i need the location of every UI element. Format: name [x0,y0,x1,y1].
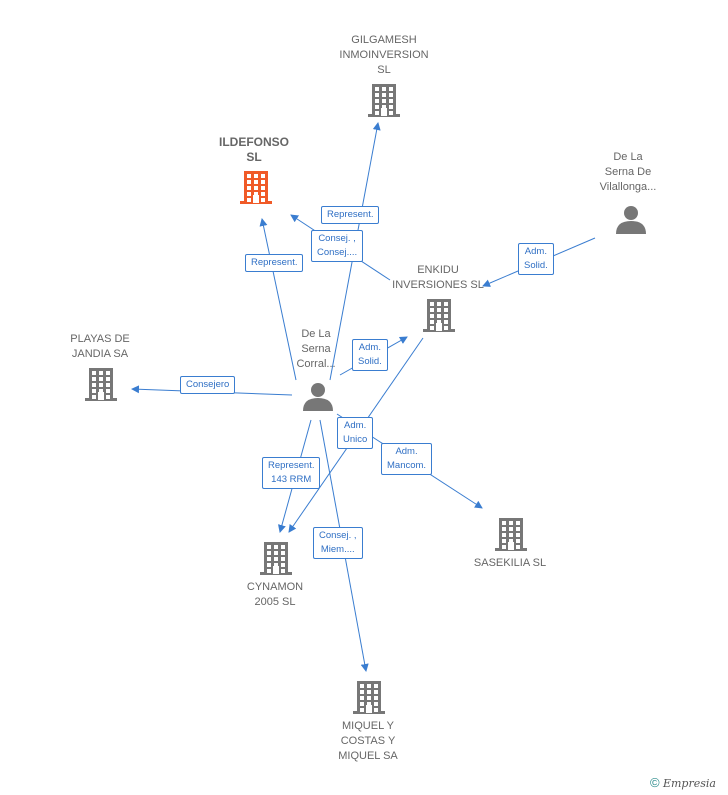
node-label-line: JANDIA SA [71,348,129,360]
node-label-line: Serna De [604,166,652,178]
edge-label-line: Consej. , [319,530,357,541]
node-label-enkidu[interactable]: ENKIDU INVERSIONES SL [392,263,484,293]
node-label-playas-de-jandia[interactable]: PLAYAS DE JANDIA SA [70,332,130,362]
edge-label-line: Adm. [524,246,547,257]
node-label-line: MIQUEL Y [342,720,394,732]
node-label-de-la-serna-vilallonga[interactable]: De La Serna De Vilallonga... [600,150,657,195]
edge-label-line: Represent. [327,209,374,220]
edge-label-line: Solid. [358,356,382,367]
edge-label-line: Adm. [395,446,418,457]
node-label-line: INVERSIONES SL [392,279,484,291]
edge-label[interactable]: Adm. Solid. [518,243,554,275]
edge-label[interactable]: Consejero [180,376,236,394]
company-icon[interactable] [85,368,117,401]
node-label-line: MIQUEL SA [338,750,398,762]
node-label-line: SASEKILIA SL [473,557,547,569]
node-label-cynamon[interactable]: CYNAMON 2005 SL [247,580,303,610]
node-label-miquel-y-costas[interactable]: MIQUEL Y COSTAS Y MIQUEL SA [338,719,398,764]
edge-label[interactable]: Represent. 143 RRM [262,457,321,489]
edge-label-line: Unico [343,434,368,445]
copyright-icon: © [650,775,660,790]
edge-label[interactable]: Consej. , Miem.... [313,527,363,559]
focus-company-icon[interactable] [240,171,272,204]
edge-label-line: Consej.... [317,247,358,258]
node-label-line: De La [613,151,643,163]
node-label-line: COSTAS Y [340,735,396,747]
company-icon[interactable] [368,84,400,117]
edge-label-line: Represent. [268,460,315,471]
company-icon[interactable] [423,299,455,332]
node-label-line: 2005 SL [254,596,296,608]
edge-label[interactable]: Adm. Solid. [352,339,388,371]
edge-label[interactable]: Represent. [245,254,304,272]
node-label-line: De La [301,328,331,340]
node-label-line: CYNAMON [246,581,304,593]
edge-label-line: Solid. [524,260,548,271]
node-label-line: SL [377,64,391,76]
node-label-line: Serna [301,343,331,355]
edge-label-line: Consej. , [318,233,356,244]
edge-label-line: Consejero [186,379,230,390]
empresia-watermark: © Empresia [650,775,716,790]
node-label-line: INMOINVERSION [339,49,429,61]
edge-label-line: Adm. [358,342,381,353]
edge-label-line: Adm. [344,420,367,431]
edge-label-line: Miem.... [320,544,355,555]
node-label-line: PLAYAS DE [70,333,130,345]
edge-label[interactable]: Adm. Unico [337,417,374,449]
company-icon[interactable] [260,542,292,575]
node-label-line: ENKIDU [417,264,459,276]
edge-label[interactable]: Represent. [321,206,380,224]
person-icon[interactable] [616,206,646,234]
node-label-line: Corral... [296,358,336,370]
person-icon[interactable] [303,383,333,411]
node-label-line: SL [246,150,262,164]
node-label-line: ILDEFONSO [218,135,290,149]
edge-label-line: Mancom. [387,460,427,471]
node-label-line: Vilallonga... [599,181,657,193]
edge-label-line: 143 RRM [271,474,312,485]
node-label-sasekilia[interactable]: SASEKILIA SL [474,556,546,571]
edge-label-line: Represent. [251,257,298,268]
edge-label[interactable]: Adm. Mancom. [381,443,433,475]
company-icon[interactable] [353,681,385,714]
node-label-gilgamesh[interactable]: GILGAMESH INMOINVERSION SL [339,33,428,78]
edge-de_la_serna_corral-to-ildefonso [259,218,297,381]
company-icon[interactable] [495,518,527,551]
node-label-line: GILGAMESH [351,34,417,46]
watermark-brand: Empresia [662,777,716,790]
edge-label[interactable]: Consej. , Consej.... [311,230,364,262]
